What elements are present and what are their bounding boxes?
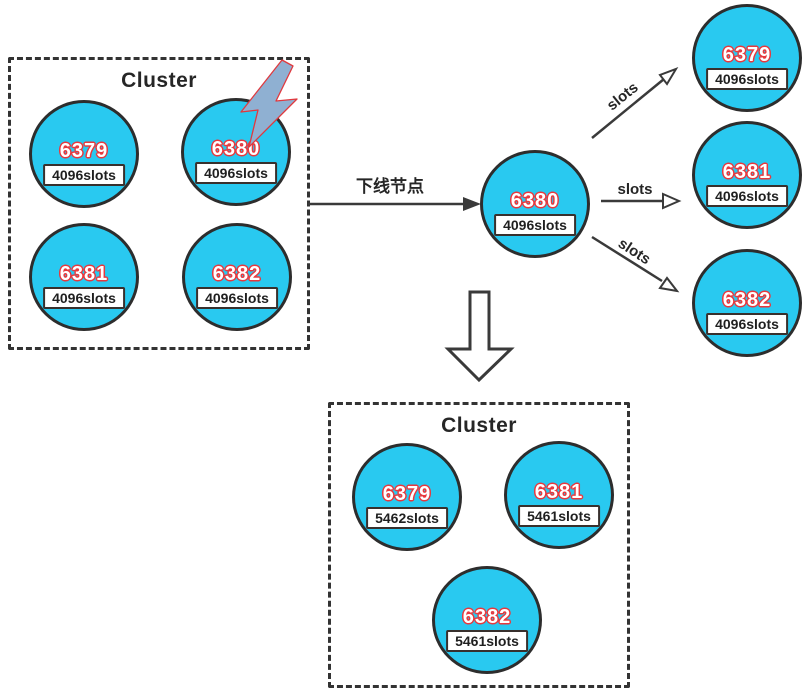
node-slots-badge: 4096slots bbox=[195, 162, 277, 184]
cluster-title: Cluster bbox=[441, 414, 517, 437]
redis-node-6379-target: 6379 4096slots bbox=[692, 4, 802, 112]
node-port-label: 6381 bbox=[722, 161, 772, 184]
node-slots-badge: 4096slots bbox=[43, 164, 125, 186]
node-port-label: 6382 bbox=[722, 289, 772, 312]
node-port-label: 6381 bbox=[534, 481, 584, 504]
offline-arrow bbox=[308, 197, 481, 211]
node-slots-badge: 4096slots bbox=[196, 287, 278, 309]
cluster-title: Cluster bbox=[121, 69, 197, 92]
node-port-label: 6381 bbox=[59, 263, 109, 286]
node-slots-badge: 4096slots bbox=[706, 313, 788, 335]
node-slots-badge: 4096slots bbox=[706, 185, 788, 207]
node-slots-badge: 5461slots bbox=[446, 630, 528, 652]
final-cluster-box: Cluster bbox=[328, 402, 630, 688]
redis-node-6382-target: 6382 4096slots bbox=[692, 249, 802, 357]
node-port-label: 6379 bbox=[382, 483, 432, 506]
node-port-label: 6380 bbox=[510, 190, 560, 213]
slots-arrow-label: slots bbox=[614, 234, 654, 269]
node-port-label: 6382 bbox=[462, 606, 512, 629]
redis-node-6382-final: 6382 5461slots bbox=[432, 566, 542, 674]
down-arrow bbox=[444, 290, 515, 383]
redis-node-6381-target: 6381 4096slots bbox=[692, 121, 802, 229]
node-slots-badge: 4096slots bbox=[494, 214, 576, 236]
node-port-label: 6379 bbox=[59, 140, 109, 163]
node-slots-badge: 4096slots bbox=[43, 287, 125, 309]
redis-node-6379-final: 6379 5462slots bbox=[352, 443, 462, 551]
slots-arrow-label: slots bbox=[617, 181, 653, 198]
redis-node-6382-initial: 6382 4096slots bbox=[182, 223, 292, 331]
node-port-label: 6380 bbox=[211, 138, 261, 161]
node-slots-badge: 5461slots bbox=[518, 505, 600, 527]
redis-node-6381-initial: 6381 4096slots bbox=[29, 223, 139, 331]
slots-arrow-label: slots bbox=[603, 78, 642, 115]
node-slots-badge: 5462slots bbox=[366, 507, 448, 529]
redis-node-6379-initial: 6379 4096slots bbox=[29, 100, 139, 208]
redis-node-6381-final: 6381 5461slots bbox=[504, 441, 614, 549]
node-port-label: 6382 bbox=[212, 263, 262, 286]
redis-node-6380-offline: 6380 4096slots bbox=[480, 150, 590, 258]
node-port-label: 6379 bbox=[722, 44, 772, 67]
offline-arrow-label: 下线节点 bbox=[356, 177, 424, 196]
node-slots-badge: 4096slots bbox=[706, 68, 788, 90]
redis-node-6380-initial: 6380 4096slots bbox=[181, 98, 291, 206]
